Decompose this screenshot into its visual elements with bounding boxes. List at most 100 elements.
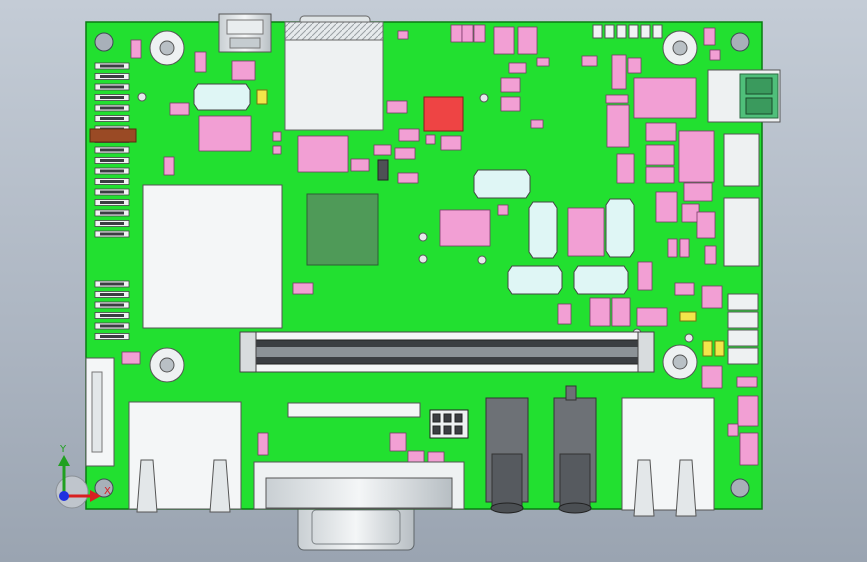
header-pin-body bbox=[100, 169, 124, 173]
smd-component bbox=[386, 100, 408, 114]
mounting-hole bbox=[94, 32, 750, 498]
small-cap bbox=[418, 232, 428, 242]
smd-component bbox=[701, 285, 723, 309]
smd-component bbox=[350, 158, 370, 172]
smd-component bbox=[163, 156, 175, 176]
dark-component bbox=[377, 159, 389, 181]
fpc-connector bbox=[287, 402, 421, 418]
smd-component bbox=[194, 51, 207, 73]
header-pin-body bbox=[100, 96, 124, 99]
header-pin-body bbox=[100, 85, 124, 89]
axis-y-label: Y bbox=[59, 444, 67, 455]
smd-component bbox=[611, 297, 631, 327]
smd-component bbox=[517, 26, 538, 55]
header-pin-body bbox=[100, 293, 124, 296]
small-cap bbox=[477, 255, 487, 265]
header-pin-body bbox=[100, 282, 124, 286]
smd-component bbox=[645, 122, 677, 142]
smd-component bbox=[389, 432, 407, 452]
smd-components bbox=[121, 24, 759, 471]
header-pin-body bbox=[100, 106, 124, 110]
smd-component bbox=[737, 395, 759, 427]
header-pin-body bbox=[100, 303, 124, 307]
header-pin-body bbox=[100, 159, 124, 162]
smd-component bbox=[655, 191, 678, 223]
smd-component bbox=[709, 49, 721, 61]
smd-component bbox=[292, 282, 314, 295]
small-cap bbox=[418, 254, 428, 264]
small-cap bbox=[684, 333, 694, 343]
header-pin-body bbox=[100, 75, 124, 78]
smd-component bbox=[530, 119, 544, 129]
header-pin-body bbox=[100, 324, 124, 328]
gold-led bbox=[256, 89, 725, 357]
small-switch bbox=[727, 293, 759, 365]
board-to-board-connector bbox=[239, 331, 655, 373]
header-pin-body bbox=[100, 232, 124, 236]
smd-component bbox=[508, 62, 527, 74]
smd-component bbox=[736, 376, 758, 388]
header-pin-body bbox=[100, 222, 124, 225]
red-ic bbox=[423, 96, 464, 132]
crystal-component bbox=[193, 83, 635, 295]
dsub-connector bbox=[253, 461, 465, 510]
smd-component bbox=[440, 135, 462, 151]
smd-component bbox=[536, 57, 550, 67]
smd-component bbox=[497, 204, 509, 216]
ethernet-side-connector bbox=[707, 69, 781, 123]
smd-component bbox=[121, 351, 141, 365]
smd-component bbox=[703, 27, 716, 46]
smd-component bbox=[637, 261, 653, 291]
smd-component bbox=[667, 238, 678, 258]
audio-jack bbox=[485, 385, 597, 514]
smd-component bbox=[425, 134, 436, 145]
smd-component bbox=[500, 96, 521, 112]
smd-component bbox=[272, 145, 282, 155]
smd-component bbox=[589, 297, 611, 327]
jumper-header bbox=[429, 409, 469, 439]
smd-component bbox=[130, 39, 142, 59]
header-pin-body bbox=[100, 201, 124, 204]
header-pin-body bbox=[100, 64, 124, 68]
smd-component bbox=[500, 77, 521, 93]
sd-card-slot bbox=[284, 15, 384, 131]
smd-component bbox=[678, 130, 715, 183]
header-pin-body bbox=[100, 335, 124, 338]
header-pin-body bbox=[100, 180, 124, 183]
smd-component bbox=[450, 24, 463, 43]
usb-a-connector bbox=[621, 397, 715, 517]
jst-connector bbox=[723, 133, 760, 267]
smd-component bbox=[272, 131, 282, 142]
smd-component bbox=[581, 55, 598, 67]
pin-header-top bbox=[94, 62, 130, 238]
smd-component bbox=[373, 144, 392, 156]
header-pin-body bbox=[100, 117, 124, 120]
smd-component bbox=[606, 104, 630, 148]
smd-component bbox=[257, 432, 269, 456]
shield-can bbox=[142, 184, 283, 329]
smd-component bbox=[727, 423, 739, 437]
header-pin-body bbox=[100, 190, 124, 194]
smd-component bbox=[493, 26, 515, 55]
axis-triad: Y X bbox=[55, 444, 111, 509]
smd-component bbox=[674, 282, 695, 296]
smd-component bbox=[704, 245, 717, 265]
smd-component bbox=[679, 238, 690, 258]
smd-component bbox=[439, 209, 491, 247]
smd-component bbox=[557, 303, 572, 325]
smd-component bbox=[627, 57, 642, 74]
small-cap bbox=[137, 92, 147, 102]
smd-component bbox=[398, 128, 420, 142]
main-soc bbox=[306, 193, 379, 266]
brown-connector bbox=[89, 128, 137, 143]
smd-component bbox=[397, 172, 419, 184]
header-pin-body bbox=[100, 148, 124, 152]
header-pin-body bbox=[100, 211, 124, 215]
smd-component bbox=[605, 94, 629, 104]
header-pin-body bbox=[100, 314, 124, 317]
pin-header-bottom bbox=[94, 280, 130, 340]
smd-component bbox=[701, 365, 723, 389]
axis-x-label: X bbox=[104, 486, 111, 497]
smd-component bbox=[681, 203, 700, 223]
